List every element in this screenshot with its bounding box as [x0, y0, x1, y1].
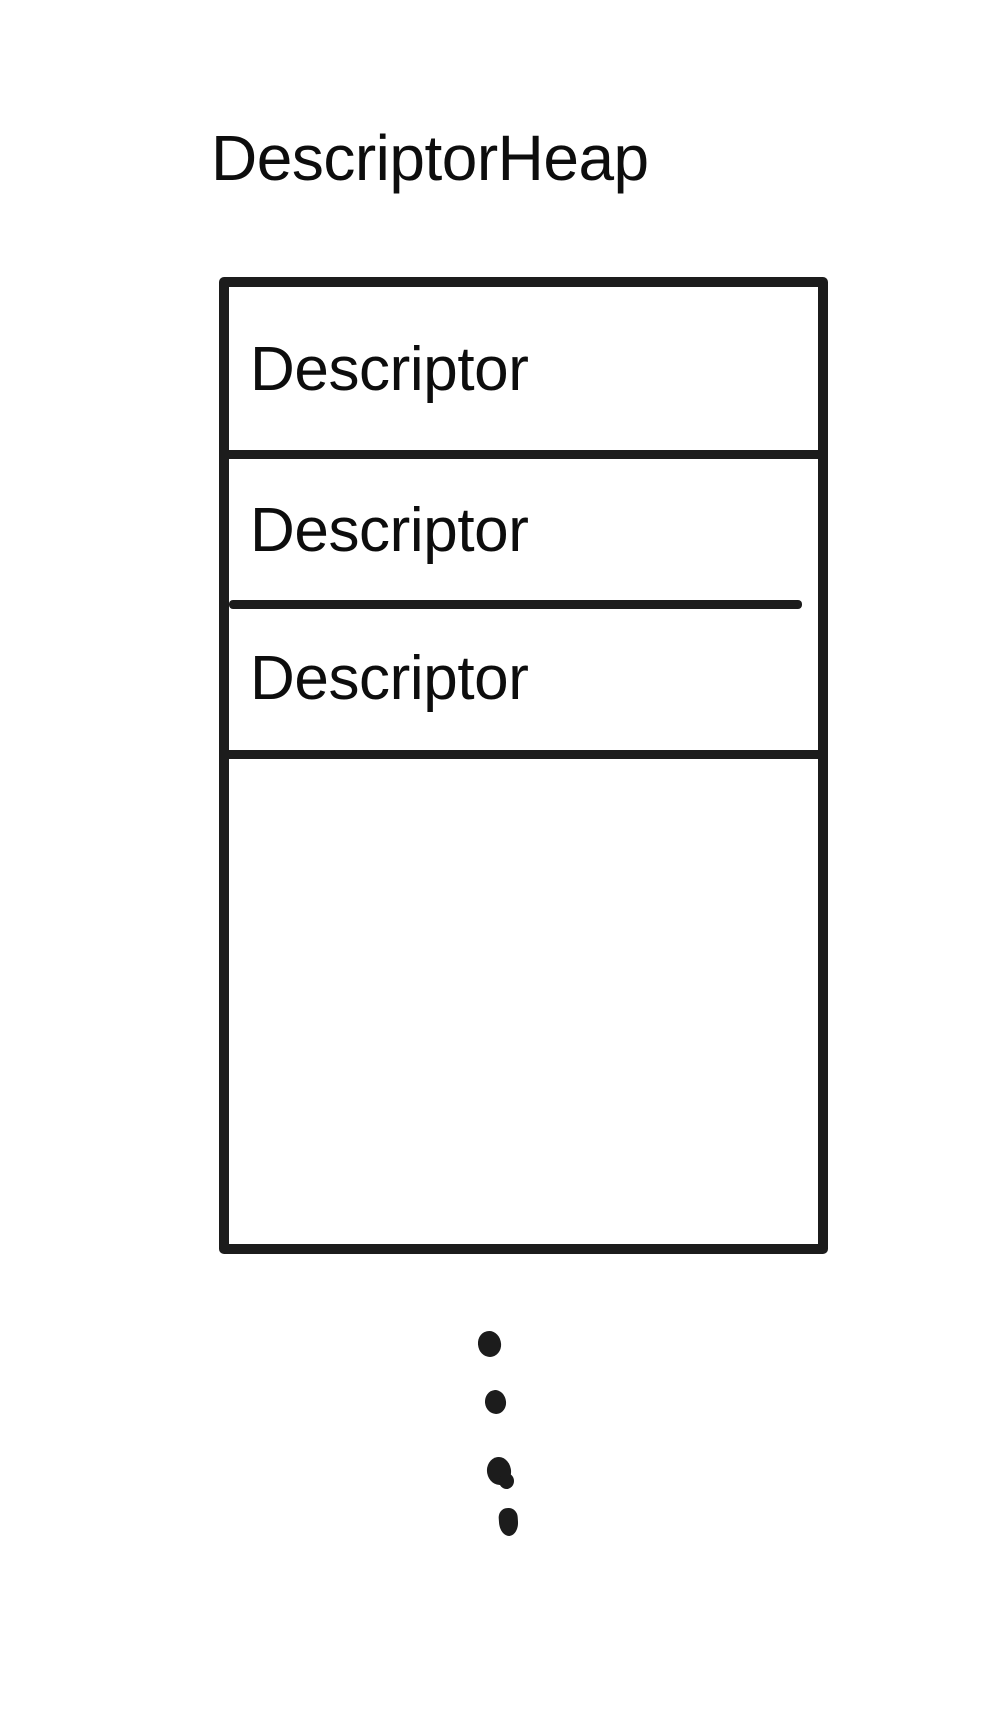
- descriptor-heap-inner: Descriptor Descriptor Descriptor: [229, 287, 818, 1537]
- slot-divider-3: [229, 750, 818, 759]
- descriptor-slot-continuation: [229, 760, 818, 1537]
- vertical-ellipsis-icon: [229, 760, 818, 1717]
- ellipsis-dot-4: [498, 1507, 519, 1537]
- page-title: DescriptorHeap: [211, 122, 649, 194]
- diagram-canvas: DescriptorHeap Descriptor Descriptor Des…: [211, 122, 828, 1537]
- descriptor-heap-container: Descriptor Descriptor Descriptor: [219, 277, 828, 1537]
- descriptor-slot-3-label: Descriptor: [250, 644, 529, 713]
- slot-divider-2: [229, 600, 802, 609]
- ellipsis-dot-2: [483, 1388, 508, 1416]
- descriptor-slot-2-label: Descriptor: [250, 496, 529, 565]
- descriptor-slot-1-label: Descriptor: [250, 335, 529, 404]
- descriptor-slot-2[interactable]: Descriptor: [229, 460, 818, 600]
- descriptor-slot-1[interactable]: Descriptor: [229, 287, 818, 450]
- ellipsis-dot-1: [475, 1328, 504, 1360]
- ellipsis-dot-3: [484, 1455, 514, 1487]
- descriptor-slot-3[interactable]: Descriptor: [229, 610, 818, 750]
- slot-divider-1: [229, 450, 818, 459]
- ellipsis-dot-3-blob: [499, 1473, 514, 1489]
